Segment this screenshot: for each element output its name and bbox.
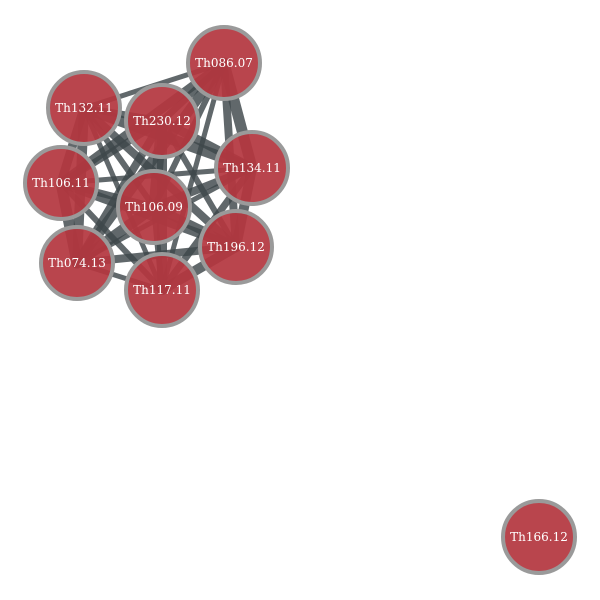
node-circle [198, 209, 274, 285]
node-circle [124, 83, 200, 159]
node-Th134.11[interactable]: Th134.11 [214, 130, 290, 206]
node-label: Th134.11 [223, 161, 281, 175]
node-Th074.13[interactable]: Th074.13 [39, 225, 115, 301]
node-label: Th166.12 [510, 530, 568, 544]
node-Th166.12[interactable]: Th166.12 [501, 499, 577, 575]
node-Th086.07[interactable]: Th086.07 [186, 25, 262, 101]
node-Th196.12[interactable]: Th196.12 [198, 209, 274, 285]
node-Th230.12[interactable]: Th230.12 [124, 83, 200, 159]
node-circle [116, 169, 192, 245]
node-label: Th196.12 [207, 240, 265, 254]
node-label: Th106.09 [125, 200, 183, 214]
node-circle [186, 25, 262, 101]
node-circle [39, 225, 115, 301]
node-circle [23, 145, 99, 221]
node-Th106.11[interactable]: Th106.11 [23, 145, 99, 221]
node-Th117.11[interactable]: Th117.11 [124, 252, 200, 328]
node-Th132.11[interactable]: Th132.11 [46, 70, 122, 146]
node-circle [124, 252, 200, 328]
node-label: Th074.13 [48, 256, 106, 270]
node-label: Th117.11 [133, 283, 191, 297]
node-circle [46, 70, 122, 146]
node-label: Th086.07 [195, 56, 253, 70]
node-circle [214, 130, 290, 206]
node-label: Th106.11 [32, 176, 90, 190]
node-circle [501, 499, 577, 575]
node-label: Th132.11 [55, 101, 113, 115]
node-Th106.09[interactable]: Th106.09 [116, 169, 192, 245]
node-label: Th230.12 [133, 114, 191, 128]
